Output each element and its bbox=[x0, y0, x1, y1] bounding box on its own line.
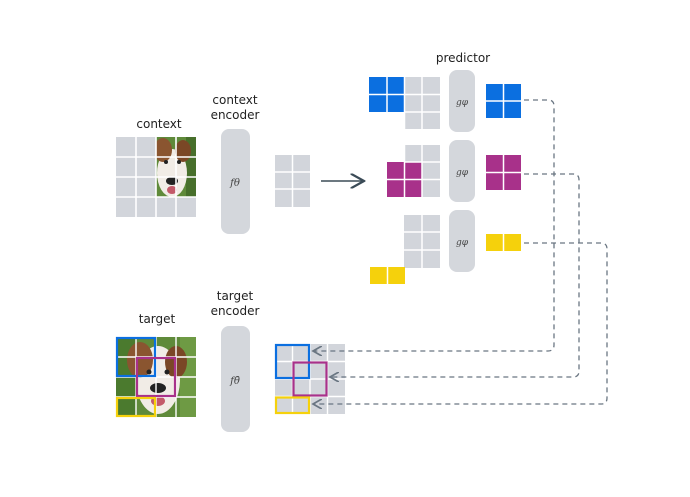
context-encoder-label-line1: context bbox=[212, 93, 258, 107]
magenta-connector bbox=[330, 173, 580, 377]
target-label: target bbox=[138, 312, 176, 326]
blue-connector bbox=[313, 99, 555, 351]
predictor-block-3: gφ bbox=[449, 210, 475, 272]
target-encoder-label-line1: target bbox=[216, 289, 254, 303]
context-encoder-label-line2: encoder bbox=[210, 108, 260, 122]
predicted-blue-block bbox=[486, 84, 521, 118]
target-outline-yellow bbox=[115, 396, 157, 418]
predictor-symbol-3: gφ bbox=[456, 238, 469, 248]
predictor-input-magenta bbox=[387, 145, 440, 197]
target-outline-magenta bbox=[135, 356, 177, 398]
context-encoder-symbol: fθ bbox=[229, 178, 240, 189]
context-encoder-block: fθ bbox=[221, 129, 250, 234]
predictor-symbol-2: gφ bbox=[456, 168, 469, 178]
context-image-grid bbox=[116, 137, 196, 217]
predictor-block-1: gφ bbox=[449, 70, 475, 132]
context-label: context bbox=[136, 117, 182, 131]
predictor-input-blue bbox=[369, 77, 440, 129]
target-encoder-symbol: fθ̄ bbox=[229, 376, 240, 387]
dashed-connectors bbox=[313, 99, 608, 404]
target-encoder-block: fθ̄ bbox=[221, 326, 250, 432]
embedding-outline-magenta bbox=[292, 361, 328, 397]
context-embedding-grid bbox=[275, 155, 310, 207]
target-encoder-label-line2: encoder bbox=[210, 304, 260, 318]
predicted-magenta-block bbox=[486, 155, 521, 190]
predictor-symbol-1: gφ bbox=[456, 98, 469, 108]
predictor-block-2: gφ bbox=[449, 140, 475, 202]
target-embedding-grid bbox=[274, 343, 345, 415]
predicted-yellow-block bbox=[486, 234, 521, 251]
predictor-label: predictor bbox=[435, 51, 491, 65]
predictor-input-yellow bbox=[370, 215, 440, 284]
target-image-grid bbox=[115, 336, 196, 418]
embedding-outline-yellow bbox=[274, 396, 311, 415]
